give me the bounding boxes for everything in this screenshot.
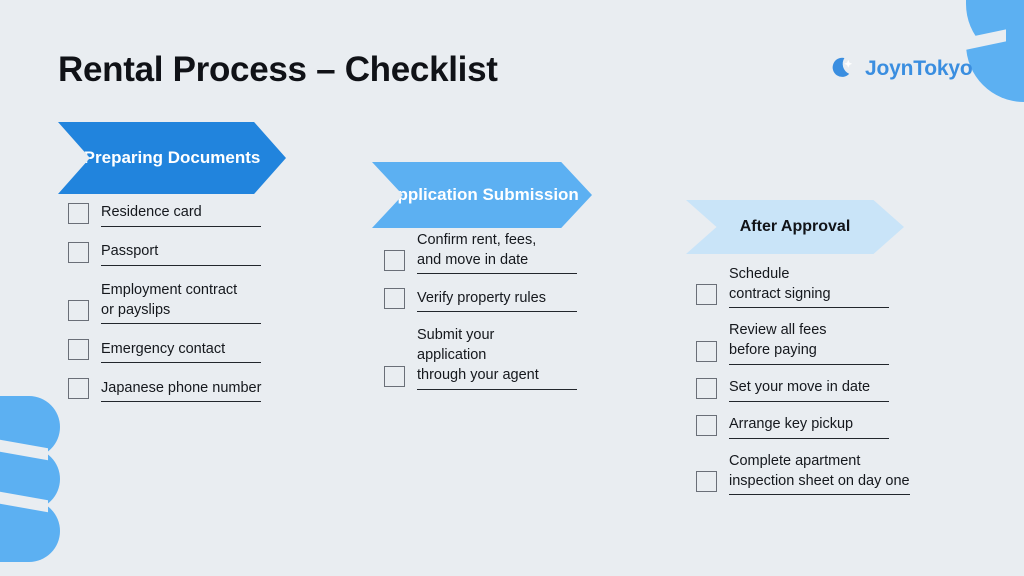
checkbox[interactable] — [696, 471, 717, 493]
decoration-top-right-notch — [962, 29, 1006, 51]
checklist-item-body: Set your move in date — [729, 378, 889, 402]
checklist-item[interactable]: Schedule contract signing — [696, 265, 996, 309]
checklist-item-body: Complete apartment inspection sheet on d… — [729, 452, 910, 496]
checklist-item-label: Passport — [101, 243, 159, 260]
checklist-column-after-approval: Schedule contract signing Review all fee… — [696, 265, 996, 508]
stage-banner-label: Application Submission — [385, 184, 579, 204]
page-title: Rental Process – Checklist — [58, 50, 498, 89]
checklist-item-body: Review all fees before paying — [729, 321, 889, 365]
checklist-item-body: Submit your application through your age… — [417, 326, 577, 390]
checklist-item[interactable]: Passport — [68, 242, 368, 266]
checklist-item[interactable]: Verify property rules — [384, 288, 684, 313]
checklist-item[interactable]: Employment contract or payslips — [68, 281, 368, 325]
checklist-item-label: Schedule contract signing — [729, 266, 831, 302]
checklist-item-label: Submit your application through your age… — [417, 327, 539, 383]
checkbox[interactable] — [384, 250, 405, 272]
checkbox[interactable] — [68, 378, 89, 400]
checklist-item-label: Residence card — [101, 204, 202, 221]
checklist-item-body: Passport — [101, 242, 261, 266]
checklist-item[interactable]: Japanese phone number — [68, 378, 368, 403]
checklist-item-label: Employment contract or payslips — [101, 282, 238, 318]
checklist-item[interactable]: Arrange key pickup — [696, 414, 996, 439]
checklist-item-label: Complete apartment inspection sheet on d… — [729, 452, 910, 489]
checklist-item-body: Employment contract or payslips — [101, 281, 261, 325]
checklist-column-preparing-documents: Residence card Passport Employment contr… — [68, 203, 368, 417]
checklist-item-body: Arrange key pickup — [729, 415, 889, 439]
checkbox[interactable] — [696, 377, 717, 399]
checklist-item-body: Emergency contact — [101, 340, 261, 364]
checkbox[interactable] — [68, 339, 89, 361]
checklist-item-body: Schedule contract signing — [729, 265, 889, 309]
decoration-bottom-left-3 — [0, 500, 60, 562]
brand-logo: JoynTokyo — [828, 54, 973, 84]
stage-banner-label: Preparing Documents — [83, 147, 261, 167]
checklist-item[interactable]: Confirm rent, fees, and move in date — [384, 231, 684, 275]
checklist-item-body: Verify property rules — [417, 289, 577, 313]
stage-banner-preparing-documents[interactable]: Preparing Documents — [58, 122, 286, 194]
checklist-item-label: Arrange key pickup — [729, 416, 854, 433]
checklist-item[interactable]: Residence card — [68, 203, 368, 227]
checklist-item[interactable]: Submit your application through your age… — [384, 326, 684, 390]
stage-banner-label: After Approval — [739, 218, 851, 236]
checklist-item-label: Japanese phone number — [101, 379, 262, 396]
checklist-item-label: Review all fees before paying — [729, 322, 827, 359]
checklist-item-label: Verify property rules — [417, 289, 546, 306]
decoration-top-right-lower — [966, 40, 1024, 102]
checklist-item-label: Confirm rent, fees, and move in date — [417, 232, 537, 268]
decoration-bottom-left-notch-2 — [0, 491, 48, 513]
checkbox[interactable] — [696, 414, 717, 436]
checklist-item-body: Residence card — [101, 203, 261, 227]
checklist-item-label: Emergency contact — [101, 340, 226, 357]
checklist-item-body: Japanese phone number — [101, 379, 262, 403]
checkbox[interactable] — [696, 284, 717, 306]
crescent-moon-sparkle-icon — [828, 54, 858, 84]
checkbox[interactable] — [384, 365, 405, 387]
checklist-item-label: Set your move in date — [729, 379, 871, 396]
checkbox[interactable] — [68, 203, 89, 224]
checkbox[interactable] — [68, 242, 89, 263]
checklist-item[interactable]: Review all fees before paying — [696, 321, 996, 365]
checkbox[interactable] — [696, 340, 717, 362]
stage-banner-after-approval[interactable]: After Approval — [686, 200, 904, 254]
stage-banner-application-submission[interactable]: Application Submission — [372, 162, 592, 228]
decoration-bottom-left-notch-1 — [0, 439, 48, 461]
checkbox[interactable] — [384, 288, 405, 310]
checklist-item-body: Confirm rent, fees, and move in date — [417, 231, 577, 275]
checkbox[interactable] — [68, 300, 89, 322]
brand-name: JoynTokyo — [865, 57, 973, 80]
checklist-item[interactable]: Set your move in date — [696, 377, 996, 402]
checklist-item[interactable]: Complete apartment inspection sheet on d… — [696, 452, 996, 496]
checklist-column-application-submission: Confirm rent, fees, and move in date Ver… — [384, 231, 684, 404]
checklist-item[interactable]: Emergency contact — [68, 339, 368, 364]
